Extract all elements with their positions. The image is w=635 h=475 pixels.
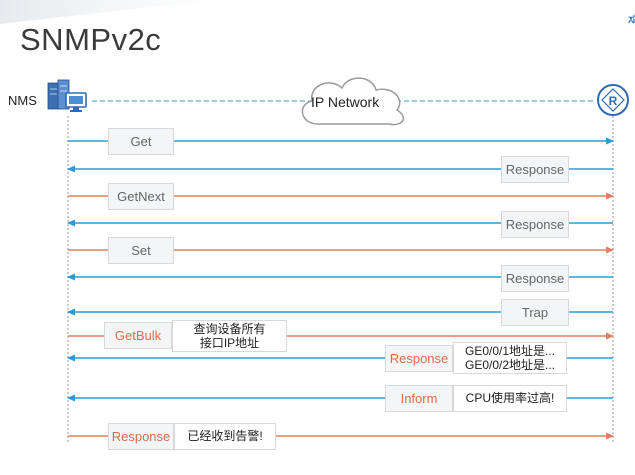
- message-label-getbulk: GetBulk: [104, 322, 172, 349]
- getbulk-note: 查询设备所有 接口IP地址: [172, 320, 287, 352]
- message-label-trap: Trap: [501, 299, 569, 326]
- note-line: 查询设备所有: [193, 322, 266, 336]
- network-label: IP Network: [311, 94, 380, 110]
- message-label-get: Get: [108, 128, 174, 155]
- message-label-response: Response: [108, 423, 174, 450]
- message-label-set: Set: [108, 237, 174, 264]
- note-line: GE0/0/1地址是...: [464, 344, 556, 358]
- message-label-inform: Inform: [385, 385, 453, 412]
- note-line: CPU使用率过高!: [465, 391, 555, 405]
- ack-note: 已经收到告警!: [174, 423, 276, 450]
- message-label-response: Response: [385, 345, 453, 372]
- inform-note: CPU使用率过高!: [453, 385, 567, 412]
- note-line: 接口IP地址: [199, 336, 260, 350]
- nms-label: NMS: [8, 93, 37, 108]
- page-title: SNMPv2c: [20, 22, 162, 57]
- message-label-response: Response: [501, 156, 569, 183]
- message-label-getnext: GetNext: [108, 183, 174, 210]
- response-note: GE0/0/1地址是... GE0/0/2地址是...: [453, 342, 567, 374]
- cloud-icon: [301, 77, 405, 126]
- server-computer-icon: [47, 79, 87, 112]
- message-label-response: Response: [501, 265, 569, 292]
- brand-logo: ಸ: [628, 12, 635, 27]
- note-line: GE0/0/2地址是...: [464, 358, 556, 372]
- message-label-response: Response: [501, 211, 569, 238]
- note-line: 已经收到告警!: [187, 429, 263, 443]
- header-decoration: [0, 0, 220, 24]
- router-symbol: R: [609, 94, 618, 108]
- router-icon: R: [597, 84, 629, 116]
